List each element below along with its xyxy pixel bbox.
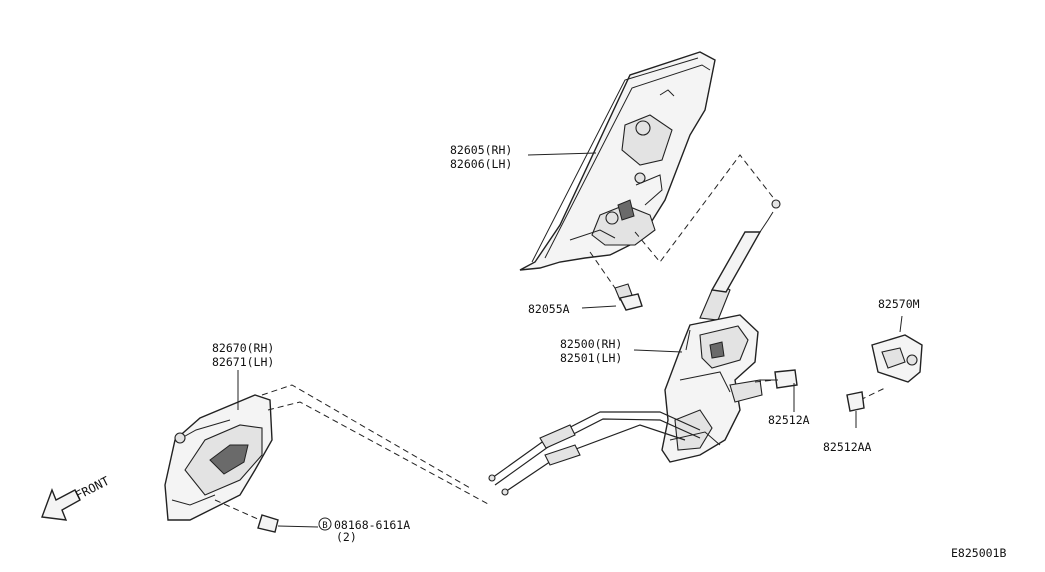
leader-lock (633, 349, 683, 353)
bolt-82055a (614, 283, 643, 311)
bolt-callout: B 08168-6161A (2) (318, 517, 410, 544)
label-82570m: 82570M (878, 297, 920, 311)
striker-dashed-link (859, 387, 886, 401)
regulator-dashed-link (634, 154, 776, 263)
label-82501-lh: 82501(LH) (560, 351, 622, 365)
label-82605-rh: 82605(RH) (450, 143, 512, 157)
leader-82055a (581, 305, 617, 309)
screw-82512a (754, 369, 798, 389)
label-bolt-qty: (2) (336, 530, 357, 544)
door-lock-actuator (661, 314, 763, 463)
label-82671-lh: 82671(LH) (212, 355, 274, 369)
inside-door-handle (164, 394, 273, 521)
label-82055a: 82055A (528, 302, 570, 316)
bolt-08168-dashed-link (214, 499, 261, 521)
cable-rod (699, 199, 781, 321)
label-82606-lh: 82606(LH) (450, 157, 512, 171)
front-label: FRONT (73, 474, 112, 503)
label-82670-rh: 82670(RH) (212, 341, 274, 355)
bolt-callout-circle (318, 517, 332, 531)
striker-82570m (871, 315, 923, 383)
leader-regulator (527, 152, 597, 156)
front-direction-arrow: FRONT (41, 474, 112, 521)
label-82512a: 82512A (768, 413, 810, 427)
bolt-08168-6161a (257, 514, 319, 533)
label-82512aa: 82512AA (823, 440, 872, 454)
window-regulator-panel (519, 51, 716, 271)
bolt-82055a-dashed-link (589, 251, 616, 289)
handle-cables (488, 411, 701, 496)
diagram-code: E825001B (951, 546, 1006, 560)
label-08168-6161a: 08168-6161A (334, 518, 410, 532)
handle-dashed-link-lower (267, 401, 491, 506)
screw-82512aa (846, 391, 865, 428)
bolt-callout-letter: B (322, 521, 327, 531)
label-82500-rh: 82500(RH) (560, 337, 622, 351)
handle-dashed-link-upper (261, 384, 471, 489)
